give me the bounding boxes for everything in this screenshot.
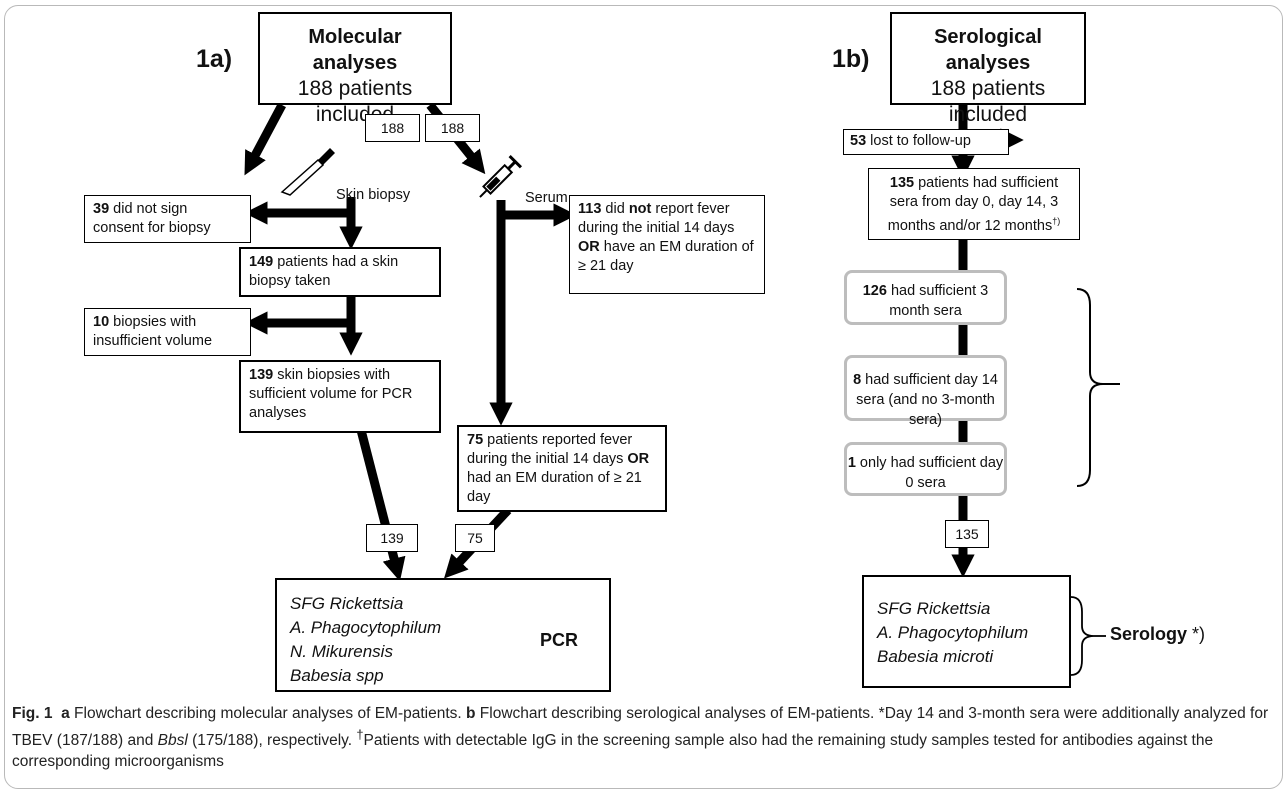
serological-subtitle: 188 patients included: [930, 77, 1046, 126]
serology-method-label: Serology *): [1110, 624, 1205, 645]
insufficient-text: biopsies with insufficient volume: [93, 314, 213, 349]
flow-count-serum: 75: [455, 524, 495, 552]
panel-b-label: 1b): [832, 45, 870, 73]
fever-count: 75: [467, 432, 484, 448]
serology-method: Serology: [1110, 624, 1188, 644]
arrow-to-biopsy: [244, 102, 286, 176]
serology-flow-count: 135: [945, 520, 989, 548]
fever-or: OR: [627, 451, 650, 467]
biopsy-taken-text: patients had a skin biopsy taken: [249, 254, 399, 289]
panel-a-label: 1a): [196, 45, 233, 73]
fever-text-2: had an EM duration of ≥ 21 day: [467, 470, 642, 505]
pcr-result-box: [275, 578, 611, 692]
no-fever-count: 113: [578, 201, 602, 217]
molecular-title: Molecular analyses: [308, 26, 402, 74]
fever-text-1: patients reported fever during the initi…: [467, 432, 633, 467]
sufficient-sera-count: 135: [889, 175, 915, 191]
syringe-icon: [479, 154, 523, 198]
molecular-subtitle: 188 patients included: [297, 77, 413, 126]
caption-fig-label: Fig. 1: [12, 705, 53, 722]
caption-b-marker: b: [466, 705, 476, 722]
no-fever-text-3: have an EM duration of ≥ 21 day: [578, 239, 754, 274]
dagger-note: †): [1052, 216, 1061, 226]
group-day-14-box: 8 had sufficient day 14 sera (and no 3-m…: [844, 355, 1007, 428]
no-consent-box: 39 did not sign consent for biopsy: [84, 195, 251, 243]
caption-b-text: Flowchart describing serological analyse…: [12, 705, 1269, 750]
sufficient-count: 139: [249, 367, 274, 383]
group-day-14-text: had sufficient day 14 sera (and no 3-mon…: [856, 372, 998, 428]
lost-to-follow-up-box: 53 lost to follow-up: [843, 129, 1009, 155]
serology-asterisk: *): [1187, 624, 1206, 644]
no-consent-text: did not sign consent for biopsy: [93, 201, 211, 236]
sufficient-text: skin biopsies with sufficient volume for…: [249, 367, 413, 421]
serology-organism-list: SFG Rickettsia A. Phagocytophilum Babesi…: [877, 597, 1028, 669]
serological-analyses-box: Serological analyses 188 patients includ…: [890, 12, 1086, 126]
pcr-organism-list: SFG Rickettsia A. Phagocytophilum N. Mik…: [290, 592, 441, 688]
sufficient-volume-box: 139 skin biopsies with sufficient volume…: [239, 360, 441, 433]
no-fever-box: 113 did not report fever during the init…: [569, 195, 765, 294]
no-fever-not: not: [628, 201, 652, 217]
caption-a-text: Flowchart describing molecular analyses …: [69, 705, 467, 722]
group-3-month-count: 126: [862, 283, 887, 299]
organism-sfg-rickettsia: SFG Rickettsia: [877, 599, 991, 618]
biopsy-taken-box: 149 patients had a skin biopsy taken: [239, 247, 441, 297]
group-day-0-text: only had sufficient day 0 sera: [855, 455, 1004, 491]
organism-babesia-microti: Babesia microti: [877, 647, 994, 666]
group-3-month-text: had sufficient 3 month sera: [886, 283, 989, 319]
figure-frame: [4, 5, 1283, 789]
scalpel-icon: [280, 148, 335, 196]
group-day-14-count: 8: [853, 372, 862, 388]
caption-dagger: †: [356, 727, 364, 742]
split-count-serum: 188: [425, 114, 480, 142]
biopsy-taken-count: 149: [249, 254, 274, 270]
sufficient-sera-box: 135 patients had sufficient sera from da…: [868, 168, 1080, 240]
sufficient-sera-text: patients had sufficient sera from day 0,…: [887, 175, 1059, 234]
group-3-month-box: 126 had sufficient 3 month sera: [844, 270, 1007, 325]
flow-count-biopsy: 139: [366, 524, 418, 552]
no-fever-or: OR: [578, 239, 600, 255]
organism-sfg-rickettsia: SFG Rickettsia: [290, 594, 404, 613]
caption-end-text: (175/188), respectively.: [187, 732, 357, 750]
group-day-0-count: 1: [847, 455, 856, 471]
no-consent-count: 39: [93, 201, 110, 217]
organism-a-phagocytophilum: A. Phagocytophilum: [877, 623, 1029, 642]
group-day-0-box: 1 only had sufficient day 0 sera: [844, 442, 1007, 496]
caption-bbsl: Bbsl: [157, 732, 188, 750]
organism-babesia-spp: Babesia spp: [290, 666, 384, 685]
groups-bracket: [1076, 288, 1104, 487]
lost-text: lost to follow-up: [866, 133, 971, 149]
organism-a-phagocytophilum: A. Phagocytophilum: [290, 618, 442, 637]
no-fever-text-1: did: [601, 201, 629, 217]
split-count-biopsy: 188: [365, 114, 420, 142]
lost-count: 53: [850, 133, 867, 149]
figure-caption: Fig. 1 a Flowchart describing molecular …: [12, 703, 1274, 772]
insufficient-count: 10: [93, 314, 110, 330]
serology-bracket: [1070, 596, 1095, 676]
organism-n-mikurensis: N. Mikurensis: [290, 642, 393, 661]
serology-result-box: [862, 575, 1071, 688]
pcr-method-label: PCR: [540, 630, 579, 650]
fever-box: 75 patients reported fever during the in…: [457, 425, 667, 512]
skin-biopsy-label: Skin biopsy: [336, 187, 411, 203]
no-fever-text-2: report fever during the initial 14 days: [578, 201, 735, 236]
caption-dagger-text: Patients with detectable IgG in the scre…: [12, 732, 1214, 771]
insufficient-volume-box: 10 biopsies with insufficient volume: [84, 308, 251, 356]
caption-a-marker: a: [61, 705, 70, 722]
molecular-analyses-box: Molecular analyses 188 patients included: [258, 12, 452, 126]
serological-title: Serological analyses: [934, 26, 1042, 74]
serum-label: Serum: [525, 190, 568, 206]
